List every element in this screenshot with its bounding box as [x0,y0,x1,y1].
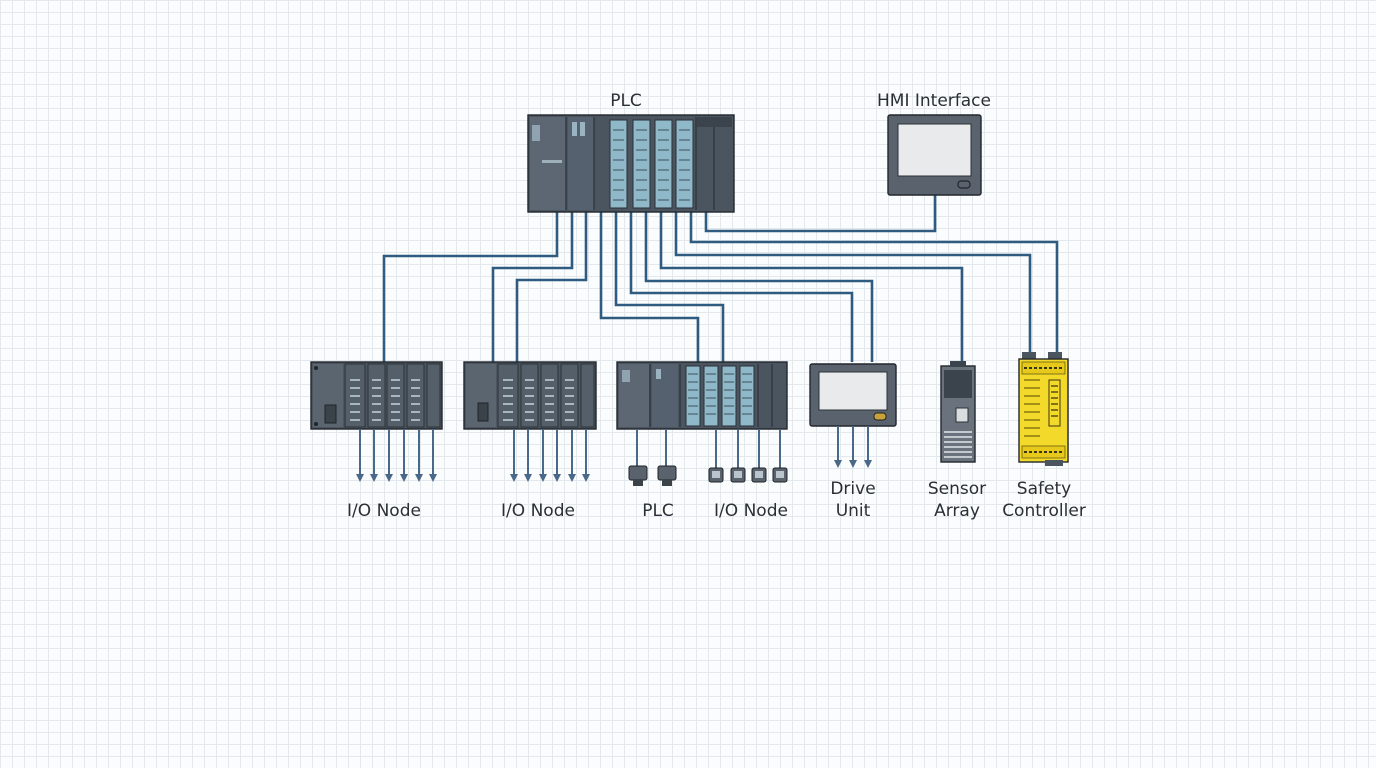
wire-plc-to-safety-1 [674,212,1032,358]
safety-controller-module[interactable] [1018,352,1069,466]
wire-plc-to-io-node-3a [599,212,700,362]
wire-plc-to-io-node-2a [491,212,574,362]
io-node-1-label: I/O Node [347,501,421,521]
hmi-panel[interactable] [887,114,982,196]
io-node-1-outputs [356,429,437,482]
io-node-2-rack[interactable] [463,361,597,430]
plc-2-label: PLC [642,501,674,521]
sensor-array-unit[interactable] [940,361,976,463]
connection-wires [382,195,1059,362]
wire-plc-to-sensor [659,212,964,362]
drive-unit-panel[interactable] [809,363,897,427]
wire-plc-to-io-node-1 [382,212,559,362]
plc-2-rack[interactable] [616,361,788,430]
wire-plc-to-safety-2 [689,212,1059,358]
io-node-2-outputs [510,429,590,482]
connector-icon [657,465,677,486]
main-plc-io-slots [609,119,694,209]
wire-plc-to-drive-1 [629,212,854,362]
sensor-array-label-line-1: Sensor [928,479,986,499]
io-node-1-rack[interactable] [310,361,443,430]
wire-plc-to-drive-2 [644,212,874,362]
safety-controller-label-line-2: Controller [1002,501,1086,521]
sensor-array-label-line-2: Array [934,501,980,521]
main-plc-rack[interactable] [527,114,735,213]
hmi-label: HMI Interface [877,91,991,111]
wire-plc-to-io-node-3b [614,212,725,362]
connector-icon [628,465,648,486]
main-plc-label: PLC [610,91,642,111]
safety-controller-label-line-1: Safety [1017,479,1071,499]
drive-unit-outputs [834,426,872,468]
plc-2-connectors [628,429,677,486]
io-node-3-label: I/O Node [714,501,788,521]
io-node-3-slots[interactable] [685,364,773,427]
drive-unit-label-line-2: Unit [836,501,871,521]
io-node-3-connectors [708,429,788,483]
wire-plc-to-hmi [704,195,937,233]
wire-plc-to-io-node-2b [515,212,588,362]
drive-unit-label-line-1: Drive [830,479,875,499]
io-node-2-label: I/O Node [501,501,575,521]
